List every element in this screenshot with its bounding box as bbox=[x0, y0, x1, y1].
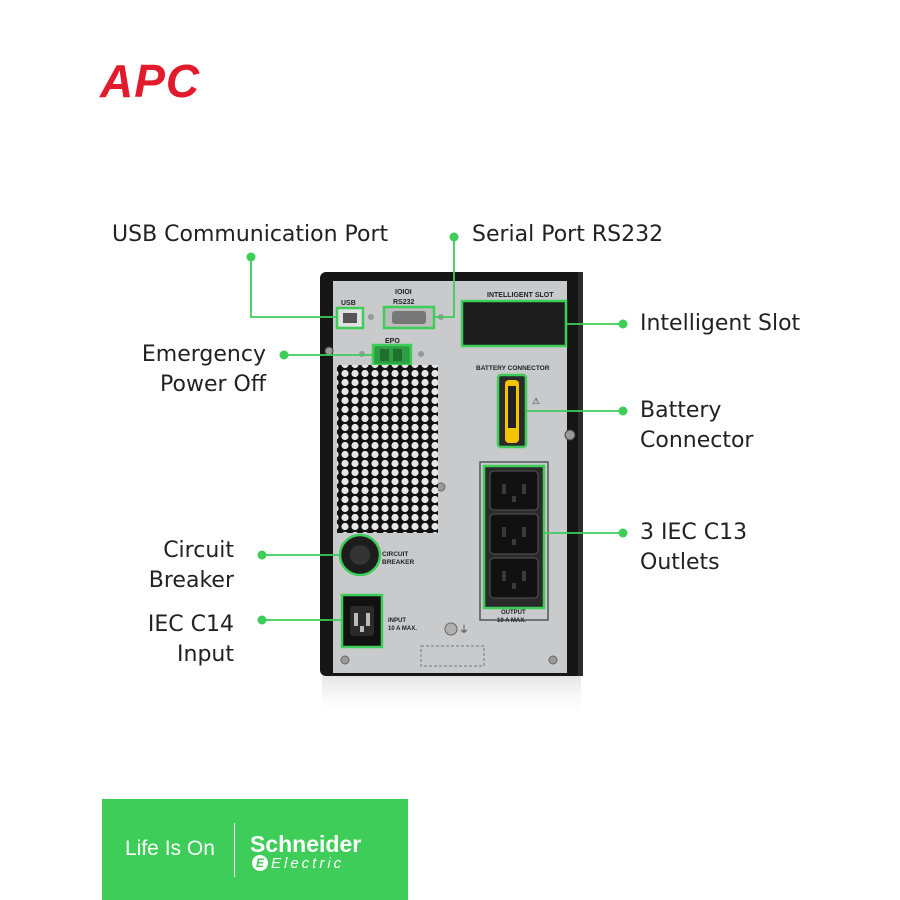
breaker-callout-line1: Circuit bbox=[163, 538, 234, 563]
fan-grille bbox=[337, 365, 438, 533]
breaker-callout-line2: Breaker bbox=[148, 568, 234, 593]
epo-callout-line1: Emergency bbox=[141, 342, 266, 367]
serial-leader bbox=[434, 237, 455, 318]
label-area bbox=[420, 645, 485, 667]
rs232-symbol: IOIOI bbox=[395, 289, 412, 296]
serial-callout: Serial Port RS232 bbox=[472, 222, 664, 247]
iec-c13-outlet bbox=[489, 470, 539, 511]
outlets-callout-line1: 3 IEC C13 bbox=[640, 520, 748, 545]
schneider-wordmark: Schneider bbox=[250, 831, 362, 857]
usb-panel-label: USB bbox=[341, 300, 356, 307]
screw bbox=[340, 655, 350, 665]
warning-icon: ⚠ bbox=[532, 397, 540, 407]
epo-panel-label: EPO bbox=[385, 338, 400, 345]
ground-screw bbox=[444, 622, 458, 636]
electric-wordmark: Electric bbox=[271, 855, 345, 872]
iec-c13-outlet bbox=[489, 557, 539, 599]
outlets-callout-line2: Outlets bbox=[640, 550, 720, 575]
usb-callout: USB Communication Port bbox=[112, 222, 389, 247]
life-is-on-banner: Life Is On Schneider E Electric bbox=[102, 799, 408, 900]
input-callout-line2: Input bbox=[177, 642, 234, 667]
battery-connector-panel-label: BATTERY CONNECTOR bbox=[476, 365, 550, 372]
floor-reflection bbox=[322, 676, 581, 720]
output-rating-label: 10 A MAX. bbox=[497, 618, 526, 624]
battery-callout-line2: Connector bbox=[640, 428, 754, 453]
breaker-panel-label: CIRCUIT bbox=[382, 551, 408, 558]
ground-icon: ⏚ bbox=[459, 624, 469, 636]
banner-divider bbox=[234, 823, 235, 877]
usb-leader bbox=[250, 257, 337, 318]
input-panel-label: INPUT bbox=[388, 618, 406, 624]
battery-callout-line1: Battery bbox=[640, 398, 722, 423]
output-panel-label: OUTPUT bbox=[501, 610, 526, 616]
iec-c13-outlet bbox=[489, 513, 539, 555]
outlet-panel bbox=[479, 461, 549, 621]
epo-callout-line2: Power Off bbox=[160, 372, 266, 397]
schneider-logo-icon: E bbox=[252, 855, 268, 871]
screw bbox=[564, 429, 576, 441]
tagline: Life Is On bbox=[125, 837, 215, 860]
intelligent-slot-callout: Intelligent Slot bbox=[640, 311, 801, 336]
breaker-panel-label-2: BREAKER bbox=[382, 559, 414, 566]
input-rating-label: 10 A MAX. bbox=[388, 626, 417, 632]
input-callout-line1: IEC C14 bbox=[147, 612, 234, 637]
intelligent-slot-panel-label: INTELLIGENT SLOT bbox=[487, 292, 554, 299]
screw bbox=[548, 655, 558, 665]
rs232-panel-label: RS232 bbox=[393, 299, 415, 306]
apc-logo: APC bbox=[100, 55, 201, 107]
